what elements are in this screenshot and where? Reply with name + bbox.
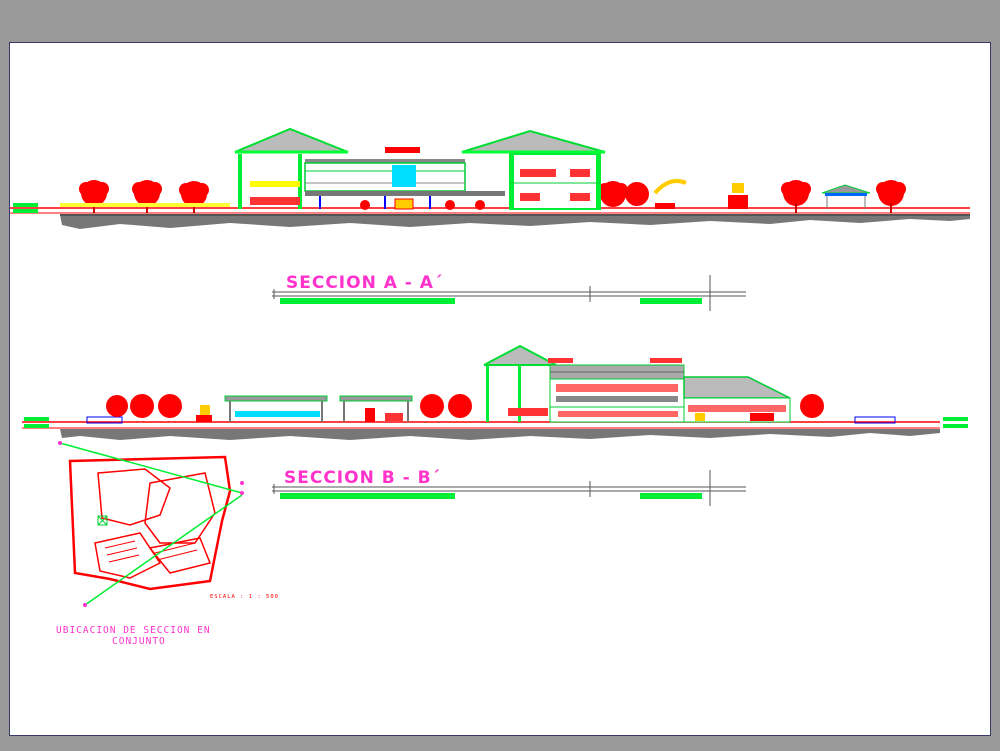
section-a-elevation: SECCION A - A´ (10, 127, 970, 311)
cad-viewport[interactable]: SECCION A - A´ (9, 42, 991, 736)
tree-icon (420, 394, 472, 418)
section-b-scale-bar (272, 470, 746, 506)
section-b-pavilion (483, 344, 557, 422)
section-a-building-right (461, 129, 606, 210)
section-a-building-left (234, 127, 349, 209)
section-b-main-building (548, 358, 791, 423)
tree-icon (79, 180, 109, 213)
section-a-scale-bar (272, 275, 746, 311)
tree-icon (598, 181, 649, 207)
location-plan: ESCALA : 1 : 500 UBICACION DE SECCION EN… (56, 441, 279, 647)
section-a-building-center (304, 147, 505, 210)
section-cut-line-b (84, 494, 243, 606)
tree-icon (781, 180, 811, 213)
section-a-terrain (60, 215, 970, 229)
section-a-kiosk (821, 184, 871, 209)
section-a-level-marker-left (13, 203, 38, 207)
tree-icon (800, 394, 824, 418)
location-plan-scale: ESCALA : 1 : 500 (210, 594, 279, 600)
section-b-shelter-1 (224, 395, 328, 422)
section-b-level-marker-right (943, 417, 968, 421)
section-a-title: SECCION A - A´ (286, 273, 443, 293)
location-plan-caption-1: UBICACION DE SECCION EN (56, 625, 211, 636)
tree-icon (876, 180, 906, 213)
site-boundary (68, 455, 232, 591)
section-b-elevation: SECCION B - B´ (22, 344, 968, 506)
tree-icon (106, 394, 182, 418)
tree-icon (132, 180, 162, 213)
location-plan-caption-2: CONJUNTO (112, 636, 166, 647)
architectural-sections-drawing: SECCION A - A´ (10, 127, 970, 647)
section-b-terrain (60, 429, 940, 440)
section-b-title: SECCION B - B´ (284, 468, 441, 488)
section-b-shelter-2 (339, 395, 413, 422)
tree-icon (179, 181, 209, 213)
section-b-level-marker-left (24, 417, 49, 421)
section-cut-line-a (59, 442, 243, 494)
